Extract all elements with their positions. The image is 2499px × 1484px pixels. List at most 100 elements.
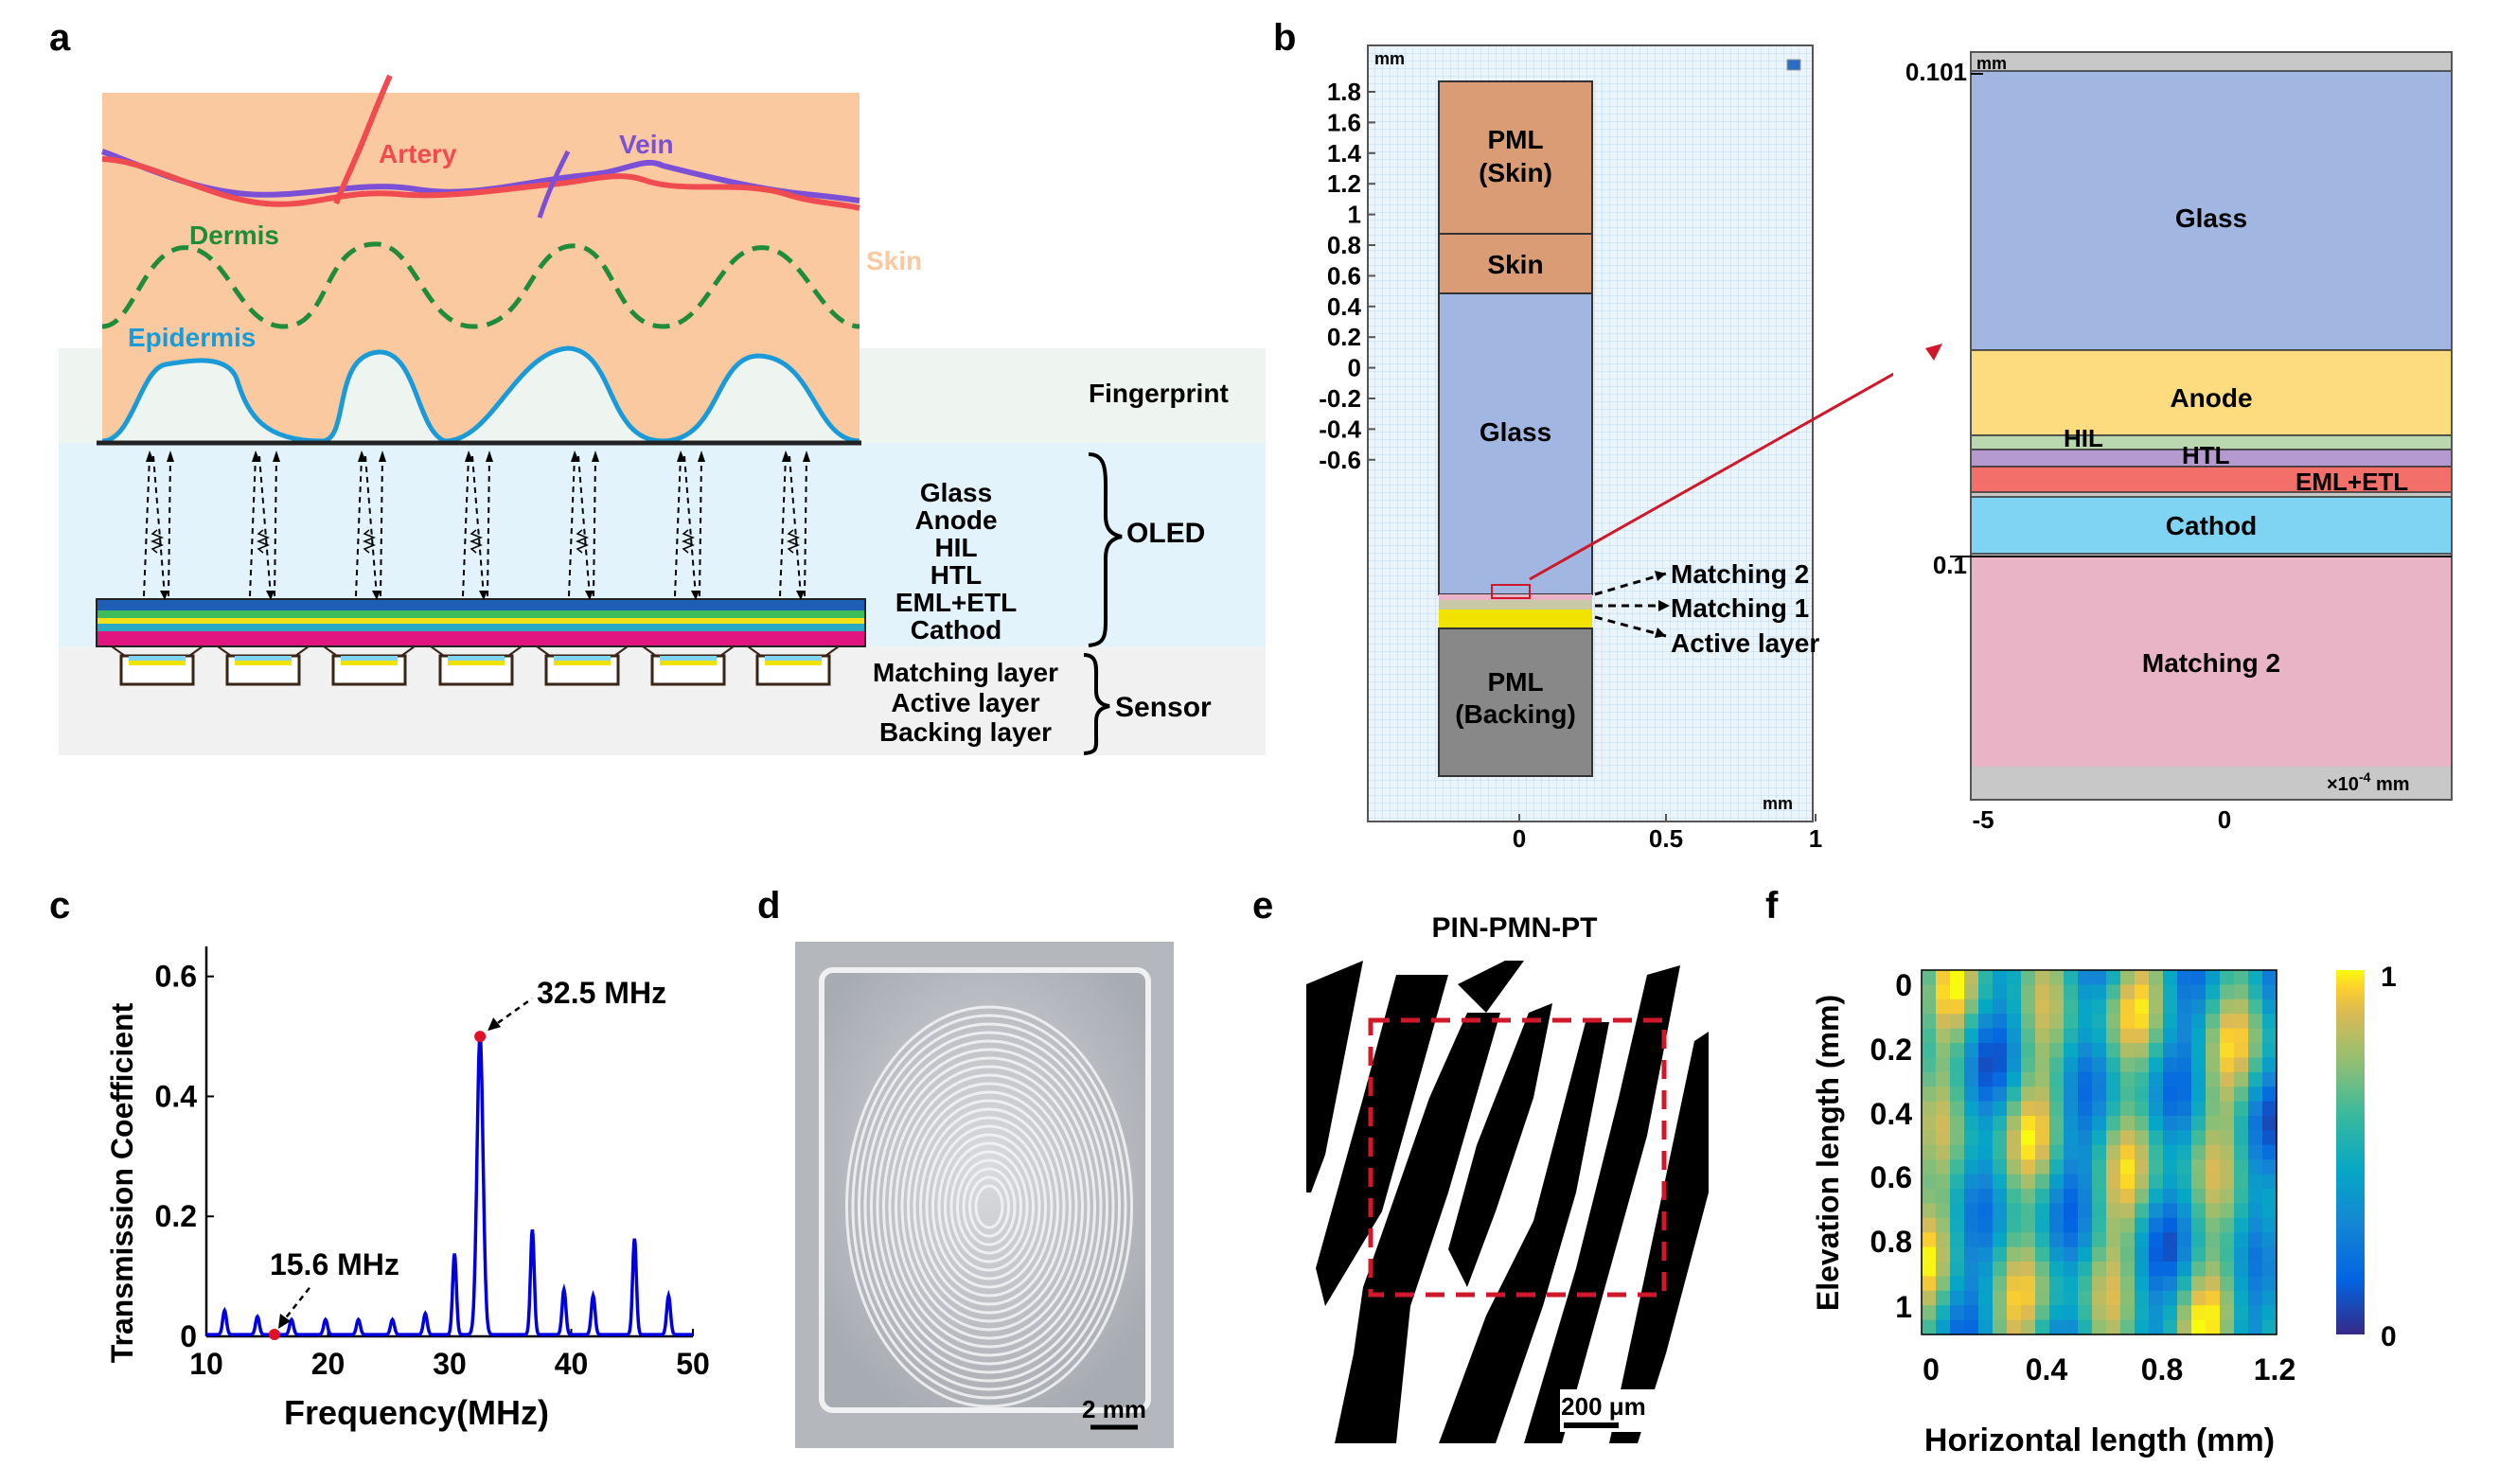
heatmap-cell <box>2078 1101 2093 1117</box>
heatmap-cell <box>2248 1028 2263 1044</box>
heatmap-cell <box>1950 1319 1965 1335</box>
heatmap-cell <box>1978 1043 1994 1058</box>
heatmap-cell <box>2177 1232 2192 1248</box>
heatmap-cell <box>1950 1262 1965 1277</box>
heatmap-cell <box>2149 1116 2164 1131</box>
ridge <box>876 1048 1103 1366</box>
artery-label: Artery <box>379 139 457 168</box>
heatmap-cell <box>2035 1043 2050 1058</box>
heatmap-cell <box>2035 1086 2050 1103</box>
heatmap-cell <box>2064 1057 2079 1073</box>
heatmap-cell <box>1978 1116 1994 1131</box>
heatmap-cell <box>2149 1217 2164 1233</box>
ridge <box>974 1184 1004 1229</box>
heatmap-cell <box>1936 1116 1951 1131</box>
heatmap-cell <box>2262 1014 2277 1030</box>
heatmap-cell <box>2206 1262 2221 1277</box>
heatmap-cell <box>2248 1203 2263 1219</box>
heatmap-cell <box>2234 1319 2249 1335</box>
heatmap-cell <box>2206 1101 2221 1117</box>
heatmap-cell <box>1964 1043 1979 1058</box>
heatmap-cell <box>2092 1043 2107 1058</box>
heatmap-cell <box>1950 1276 1965 1292</box>
heatmap-cell <box>2106 1101 2121 1117</box>
heatmap-cell <box>1922 984 1937 1000</box>
heatmap-cell <box>1964 1101 1979 1117</box>
heatmap-cell <box>2049 1276 2065 1292</box>
heatmap-cell <box>1950 1217 1965 1233</box>
heatmap-cell <box>2007 1116 2022 1131</box>
heatmap-cell <box>2035 1189 2050 1204</box>
heatmap-cell <box>2106 1057 2121 1073</box>
sensor-layer-label-2: Backing layer <box>879 717 1052 747</box>
heatmap-cell <box>2234 1232 2249 1248</box>
heatmap-cell <box>2149 1290 2164 1306</box>
heatmap-cell <box>2149 984 2164 1000</box>
heatmap-cell <box>1964 984 1979 1000</box>
heatmap-cell <box>2191 1116 2207 1131</box>
heatmap-cell <box>2163 1189 2178 1204</box>
heatmap-cell <box>2106 1071 2121 1087</box>
heatmap-cell <box>2248 1319 2263 1335</box>
heatmap-cell <box>2021 1159 2036 1175</box>
heatmap-cell <box>2049 1101 2065 1117</box>
ultrasound-arrow-pair <box>779 450 810 600</box>
oled-layer-label-4: EML+ETL <box>895 588 1017 617</box>
heatmap-cell <box>2078 1276 2093 1292</box>
heatmap-cell <box>1950 1232 1965 1248</box>
oled-layer-blue <box>97 599 865 610</box>
f-xlabel: Horizontal length (mm) <box>1924 1422 2275 1458</box>
heatmap-cell <box>2206 1028 2221 1044</box>
heatmap-cell <box>2248 1217 2263 1233</box>
heatmap-cell <box>2220 1116 2235 1131</box>
heatmap-cell <box>2262 970 2277 985</box>
heatmap-cell <box>2262 1144 2277 1160</box>
zoom-frame <box>1970 51 2453 801</box>
heatmap-cell <box>2064 1116 2079 1131</box>
sensor-element <box>111 645 204 686</box>
domain-stripe <box>1609 1032 1709 1443</box>
heatmap-cell <box>2163 1130 2178 1146</box>
oled-stack-outline <box>96 598 866 647</box>
heatmap-cell <box>2049 998 2065 1015</box>
panel-label-f: f <box>1765 885 1779 927</box>
heatmap-cell <box>2220 1144 2235 1160</box>
ridge <box>937 1133 1041 1281</box>
heatmap-cell <box>2120 1130 2136 1146</box>
heatmap-cell <box>1950 998 1965 1015</box>
heatmap-cell <box>2149 1232 2164 1248</box>
oled-layer-label-5: Cathod <box>911 615 1001 645</box>
heatmap-cell <box>2220 1159 2235 1175</box>
domain-stripe <box>1439 1022 1609 1443</box>
heatmap-cell <box>2049 1130 2065 1146</box>
heatmap-cell <box>2177 1130 2192 1146</box>
heatmap-cell <box>2135 1290 2150 1306</box>
e-stripes <box>1306 961 1709 1443</box>
heatmap-cell <box>2120 998 2136 1015</box>
heatmap-cell <box>2191 970 2207 985</box>
heatmap-cell <box>1936 1043 1951 1058</box>
zoom-unit-top: mm <box>1976 54 2007 73</box>
heatmap-cell <box>2035 1014 2050 1030</box>
heatmap-cell <box>2049 1159 2065 1175</box>
heatmap-cell <box>2220 1246 2235 1263</box>
annotation-arrowhead <box>277 1314 291 1329</box>
heatmap-cell <box>2248 1246 2263 1263</box>
heatmap-cell <box>1978 998 1994 1015</box>
heatmap-cell <box>2106 1028 2121 1044</box>
domain-stripe <box>1458 961 1524 1013</box>
b-xtick-label: 1 <box>1809 824 1822 852</box>
heatmap-cell <box>2234 1116 2249 1131</box>
heatmap-cell <box>2220 1057 2235 1073</box>
heatmap-cell <box>1936 1217 1951 1233</box>
heatmap-cell <box>2078 1086 2093 1103</box>
heatmap-cell <box>2007 1101 2022 1117</box>
heatmap-cell <box>2149 998 2164 1015</box>
heatmap-cell <box>2177 1057 2192 1073</box>
heatmap-cell <box>2206 1232 2221 1248</box>
layer-arrows <box>1594 572 1667 638</box>
heatmap-cell <box>2149 1130 2164 1146</box>
heatmap-cell <box>2234 1043 2249 1058</box>
heatmap-cell <box>2064 1144 2079 1160</box>
